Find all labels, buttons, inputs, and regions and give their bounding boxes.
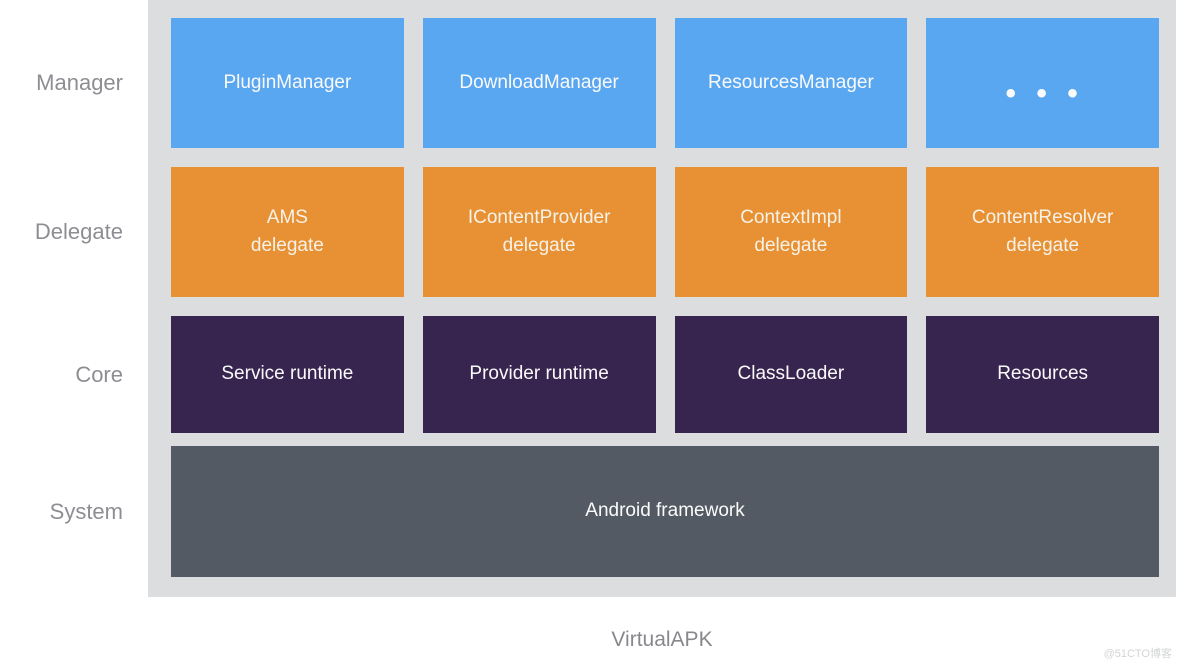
system-layer-label: System <box>49 498 123 524</box>
delegate-boxes: AMS delegate IContentProvider delegate C… <box>171 167 1159 297</box>
box-resources: Resources <box>926 316 1159 433</box>
watermark-51cto: @51CTO博客 <box>1103 648 1172 660</box>
box-manager-ellipsis: • • • <box>926 18 1159 148</box>
delegate-layer-label: Delegate <box>34 219 123 244</box>
box-plugin-manager: PluginManager <box>171 18 404 148</box>
core-boxes: Service runtime Provider runtime ClassLo… <box>171 316 1159 433</box>
delegate-layer-row: Delegate AMS delegate IContentProvider d… <box>0 167 1176 297</box>
system-boxes: Android framework <box>171 446 1159 577</box>
box-ams-delegate: AMS delegate <box>171 167 404 297</box>
manager-layer-row: Manager PluginManager DownloadManager Re… <box>0 18 1176 148</box>
system-layer-row: System Android framework <box>0 446 1176 577</box>
box-android-framework: Android framework <box>171 446 1159 577</box>
box-contextimpl-delegate: ContextImpl delegate <box>674 167 908 297</box>
manager-layer-label: Manager <box>36 70 123 95</box>
box-classloader: ClassLoader <box>674 316 908 433</box>
box-icontentprovider-delegate: IContentProvider delegate <box>422 167 656 297</box>
manager-boxes: PluginManager DownloadManager ResourcesM… <box>171 18 1159 148</box>
core-layer-row: Core Service runtime Provider runtime Cl… <box>0 316 1176 433</box>
core-layer-label: Core <box>75 361 123 387</box>
box-resources-manager: ResourcesManager <box>674 18 908 148</box>
box-provider-runtime: Provider runtime <box>422 316 656 433</box>
box-service-runtime: Service runtime <box>171 316 404 433</box>
diagram-caption: VirtualAPK <box>611 628 713 651</box>
ellipsis-dots: • • • <box>1005 76 1080 110</box>
box-contentresolver-delegate: ContentResolver delegate <box>926 167 1159 297</box>
box-download-manager: DownloadManager <box>422 18 656 148</box>
